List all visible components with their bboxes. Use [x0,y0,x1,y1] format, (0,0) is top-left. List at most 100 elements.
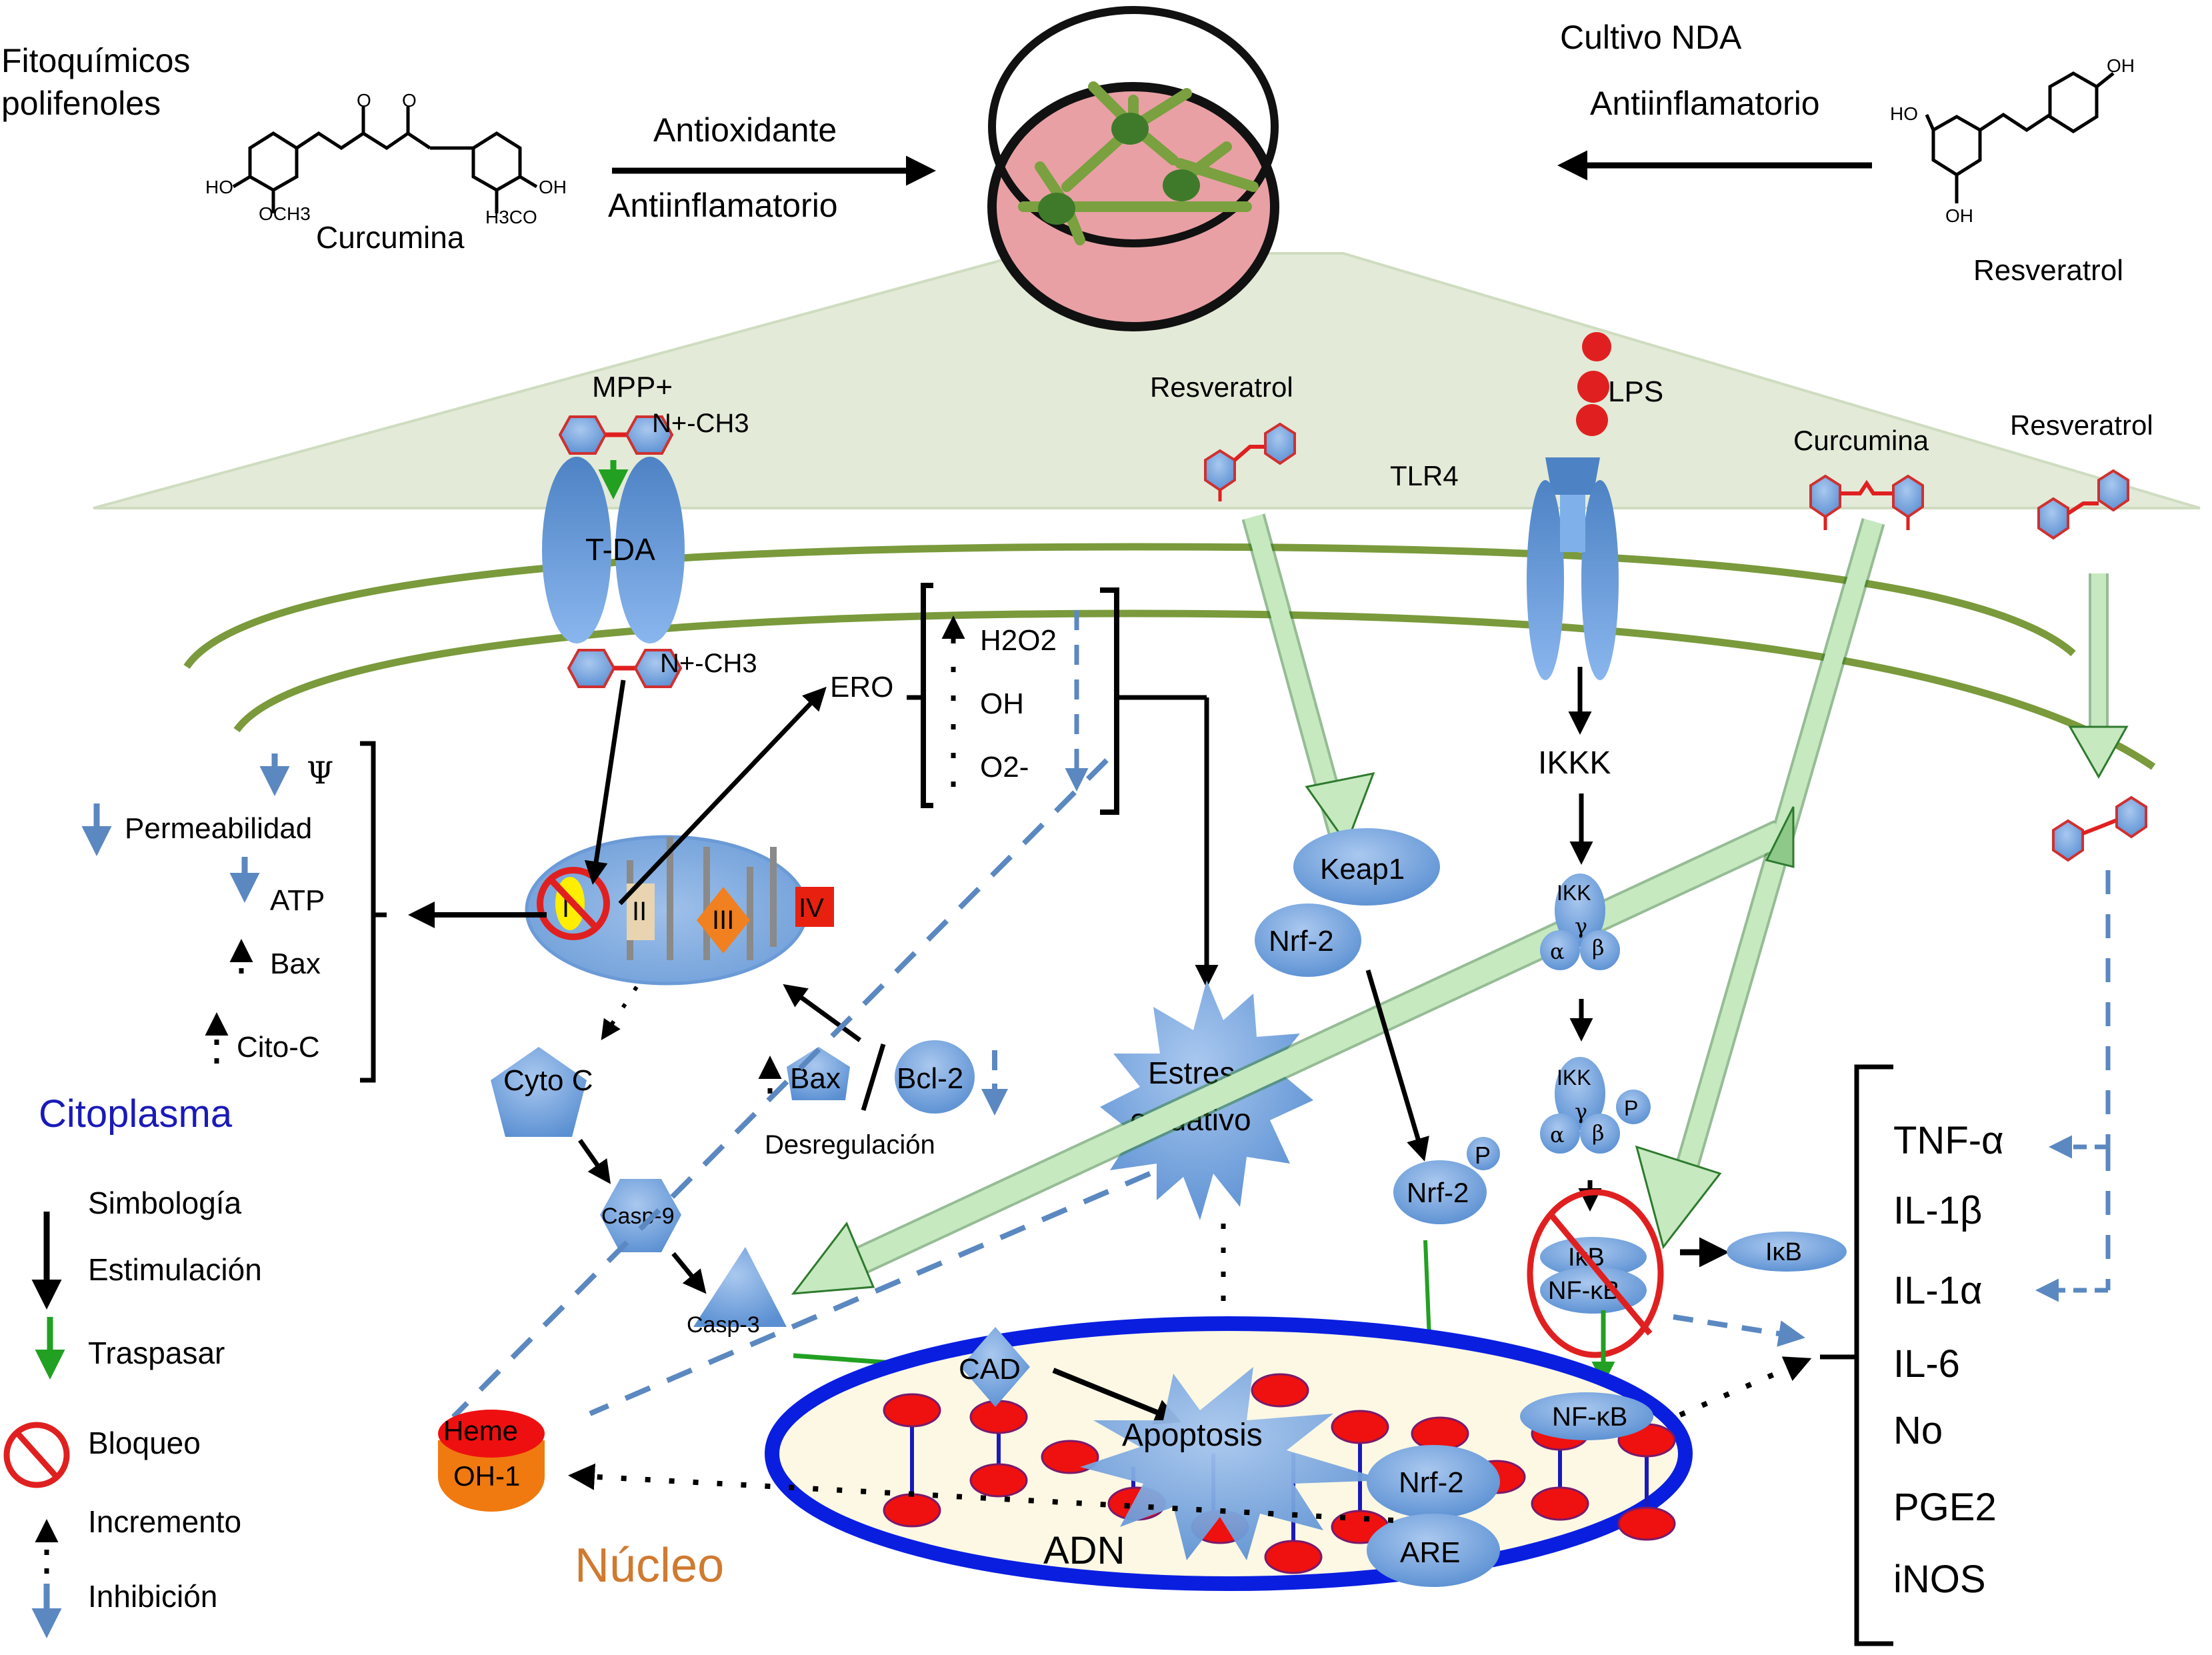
curcumin-group-ho: HO [205,177,233,197]
keap1-label: Keap1 [1320,853,1405,886]
complex-i-block-slash [549,878,598,930]
complex-ii: II [632,897,647,926]
neuron-body-1 [1111,113,1149,145]
tlr4-right-chain [1581,480,1619,680]
legend-block: Bloqueo [88,1426,201,1460]
ros-bracket-right [1100,587,1119,815]
are-label: ARE [1400,1536,1460,1569]
right-antiinflammatory-label: Antiinflamatorio [1590,85,1820,122]
casp3-shape [693,1247,787,1327]
complex-i-block-icon [537,867,610,940]
cytokine-tnf-alpha: TNF-α [1893,1119,2004,1162]
lps-bead-2 [1577,371,1609,403]
ikk-p-complex [1540,1057,1651,1154]
casp3-label: Casp-3 [687,1312,760,1338]
resveratrol-group-ho: HO [1890,103,1918,124]
nfkb-nucleus-label: NF-κB [1552,1402,1627,1432]
outer-membrane [183,543,2076,669]
legend-increment: Incremento [88,1504,241,1539]
casp9-to-casp3-arrow [671,1252,707,1294]
curcumin-translocation-arrowhead [1635,1145,1722,1250]
resveratrol-translocation-arrowhead-1 [1305,771,1375,846]
resveratrol-group-oh-top: OH [2107,55,2135,76]
transporter-right [615,457,685,643]
effect-permeability: Permeabilidad [125,812,312,845]
keap1-shape [1293,828,1440,906]
ikkk-label: IKKK [1538,745,1611,781]
effect-psi: Ψ [307,755,333,791]
lps-label: LPS [1608,375,1663,408]
legend-stimulation: Estimulación [88,1252,262,1287]
ikk-p-beta: β [1592,1120,1605,1146]
resveratrol-molecule-1 [1204,422,1296,501]
nfkb-block-icon [1527,1189,1664,1358]
ikb-free-label: IκB [1765,1238,1802,1266]
are-to-oh1-arrow [568,1463,1394,1523]
complex-iii: III [712,906,734,935]
nrf2-p-label: Nrf-2 [1407,1177,1469,1208]
legend-block-slash [14,1430,59,1480]
apoptosis-label: Apoptosis [1122,1418,1263,1453]
curcumin-group-och3: OCH3 [259,203,311,224]
cytokine-il1-alpha: IL-1α [1893,1269,1982,1312]
dna-strands [883,1373,1676,1574]
cad-shape [961,1327,1030,1407]
nrf2-phosphate-label: P [1475,1142,1491,1169]
oh1-label: OH-1 [453,1460,520,1492]
dysregulation-label: Desregulación [765,1130,935,1160]
stress-heme-inhibition-line [589,1171,1151,1416]
mpp-molecule [558,415,674,455]
resveratrol-translocation-arrow-1-fill [1244,514,1349,836]
curcumin-casp3-arrow-fill [835,822,1785,1282]
nfkb-inhibition-arrow [1673,1314,1805,1347]
heme-inhibition-line [451,758,1109,1419]
neuron-body-2 [1038,193,1075,225]
cad-to-apoptosis-arrow [1052,1368,1182,1425]
cytoplasm-label: Citoplasma [39,1092,233,1136]
dna-label: ADN [1043,1529,1125,1572]
bcl2-shape [895,1040,975,1114]
curcumin-casp3-arrowhead [791,1222,875,1295]
curcumin-group-o2: O [402,90,417,111]
heme-shape [438,1410,545,1458]
source-label-line1: Fitoquímicos [1,42,190,79]
cytokine-il1-beta: IL-1β [1893,1189,1982,1232]
complex-i: I [562,894,569,923]
ikk-p-gamma: γ [1575,1099,1587,1124]
ros-label: ERO [830,671,893,703]
cytokine-il6: IL-6 [1893,1342,1960,1386]
legend-block-icon [3,1422,70,1488]
resveratrol-molecule-2 [2037,469,2129,540]
legend-title: Simbología [88,1186,242,1220]
cytokine-inos: iNOS [1893,1558,1986,1601]
resveratrol-translocation-arrowhead-2 [2068,725,2129,779]
effect-bax: Bax [270,948,321,980]
mpp-to-complex-i-arrow [584,679,626,885]
nrf2-phosphorylation-arrow [1365,970,1429,1162]
nfkb-to-cytokines-arrow [1679,1356,1812,1418]
lps-bead-3 [1576,404,1608,436]
tlr4-stalk [1560,495,1585,552]
dish-rim [988,6,1279,247]
effects-bracket [360,741,376,1083]
curcumin-molecule [1809,474,1924,530]
resveratrol-label-1: Resveratrol [1150,371,1293,403]
curcumin-group-oh: OH [539,177,567,197]
curcumin-name: Curcumina [316,220,465,255]
cytokine-no: No [1893,1409,1943,1452]
left-antiinflammatory-label: Antiinflamatorio [608,187,838,224]
antioxidant-label: Antioxidante [653,111,837,149]
effect-atp: ATP [270,884,325,917]
heme-label: Heme [443,1415,518,1446]
nfkb-block-slash [1547,1212,1653,1336]
mpp-label: MPP+ [592,371,673,403]
ikk-beta: β [1592,935,1605,960]
nfkb-nucleus-shape [1520,1392,1653,1440]
ros-species-h2o2: H2O2 [980,624,1057,657]
cad-label: CAD [959,1353,1021,1386]
cyto-c-shape [491,1047,587,1137]
bax-label: Bax [790,1062,841,1095]
resveratrol-structure [1925,71,2115,203]
mito-to-cytoc-arrow [601,986,639,1040]
effect-cito-c: Cito-C [237,1031,320,1064]
